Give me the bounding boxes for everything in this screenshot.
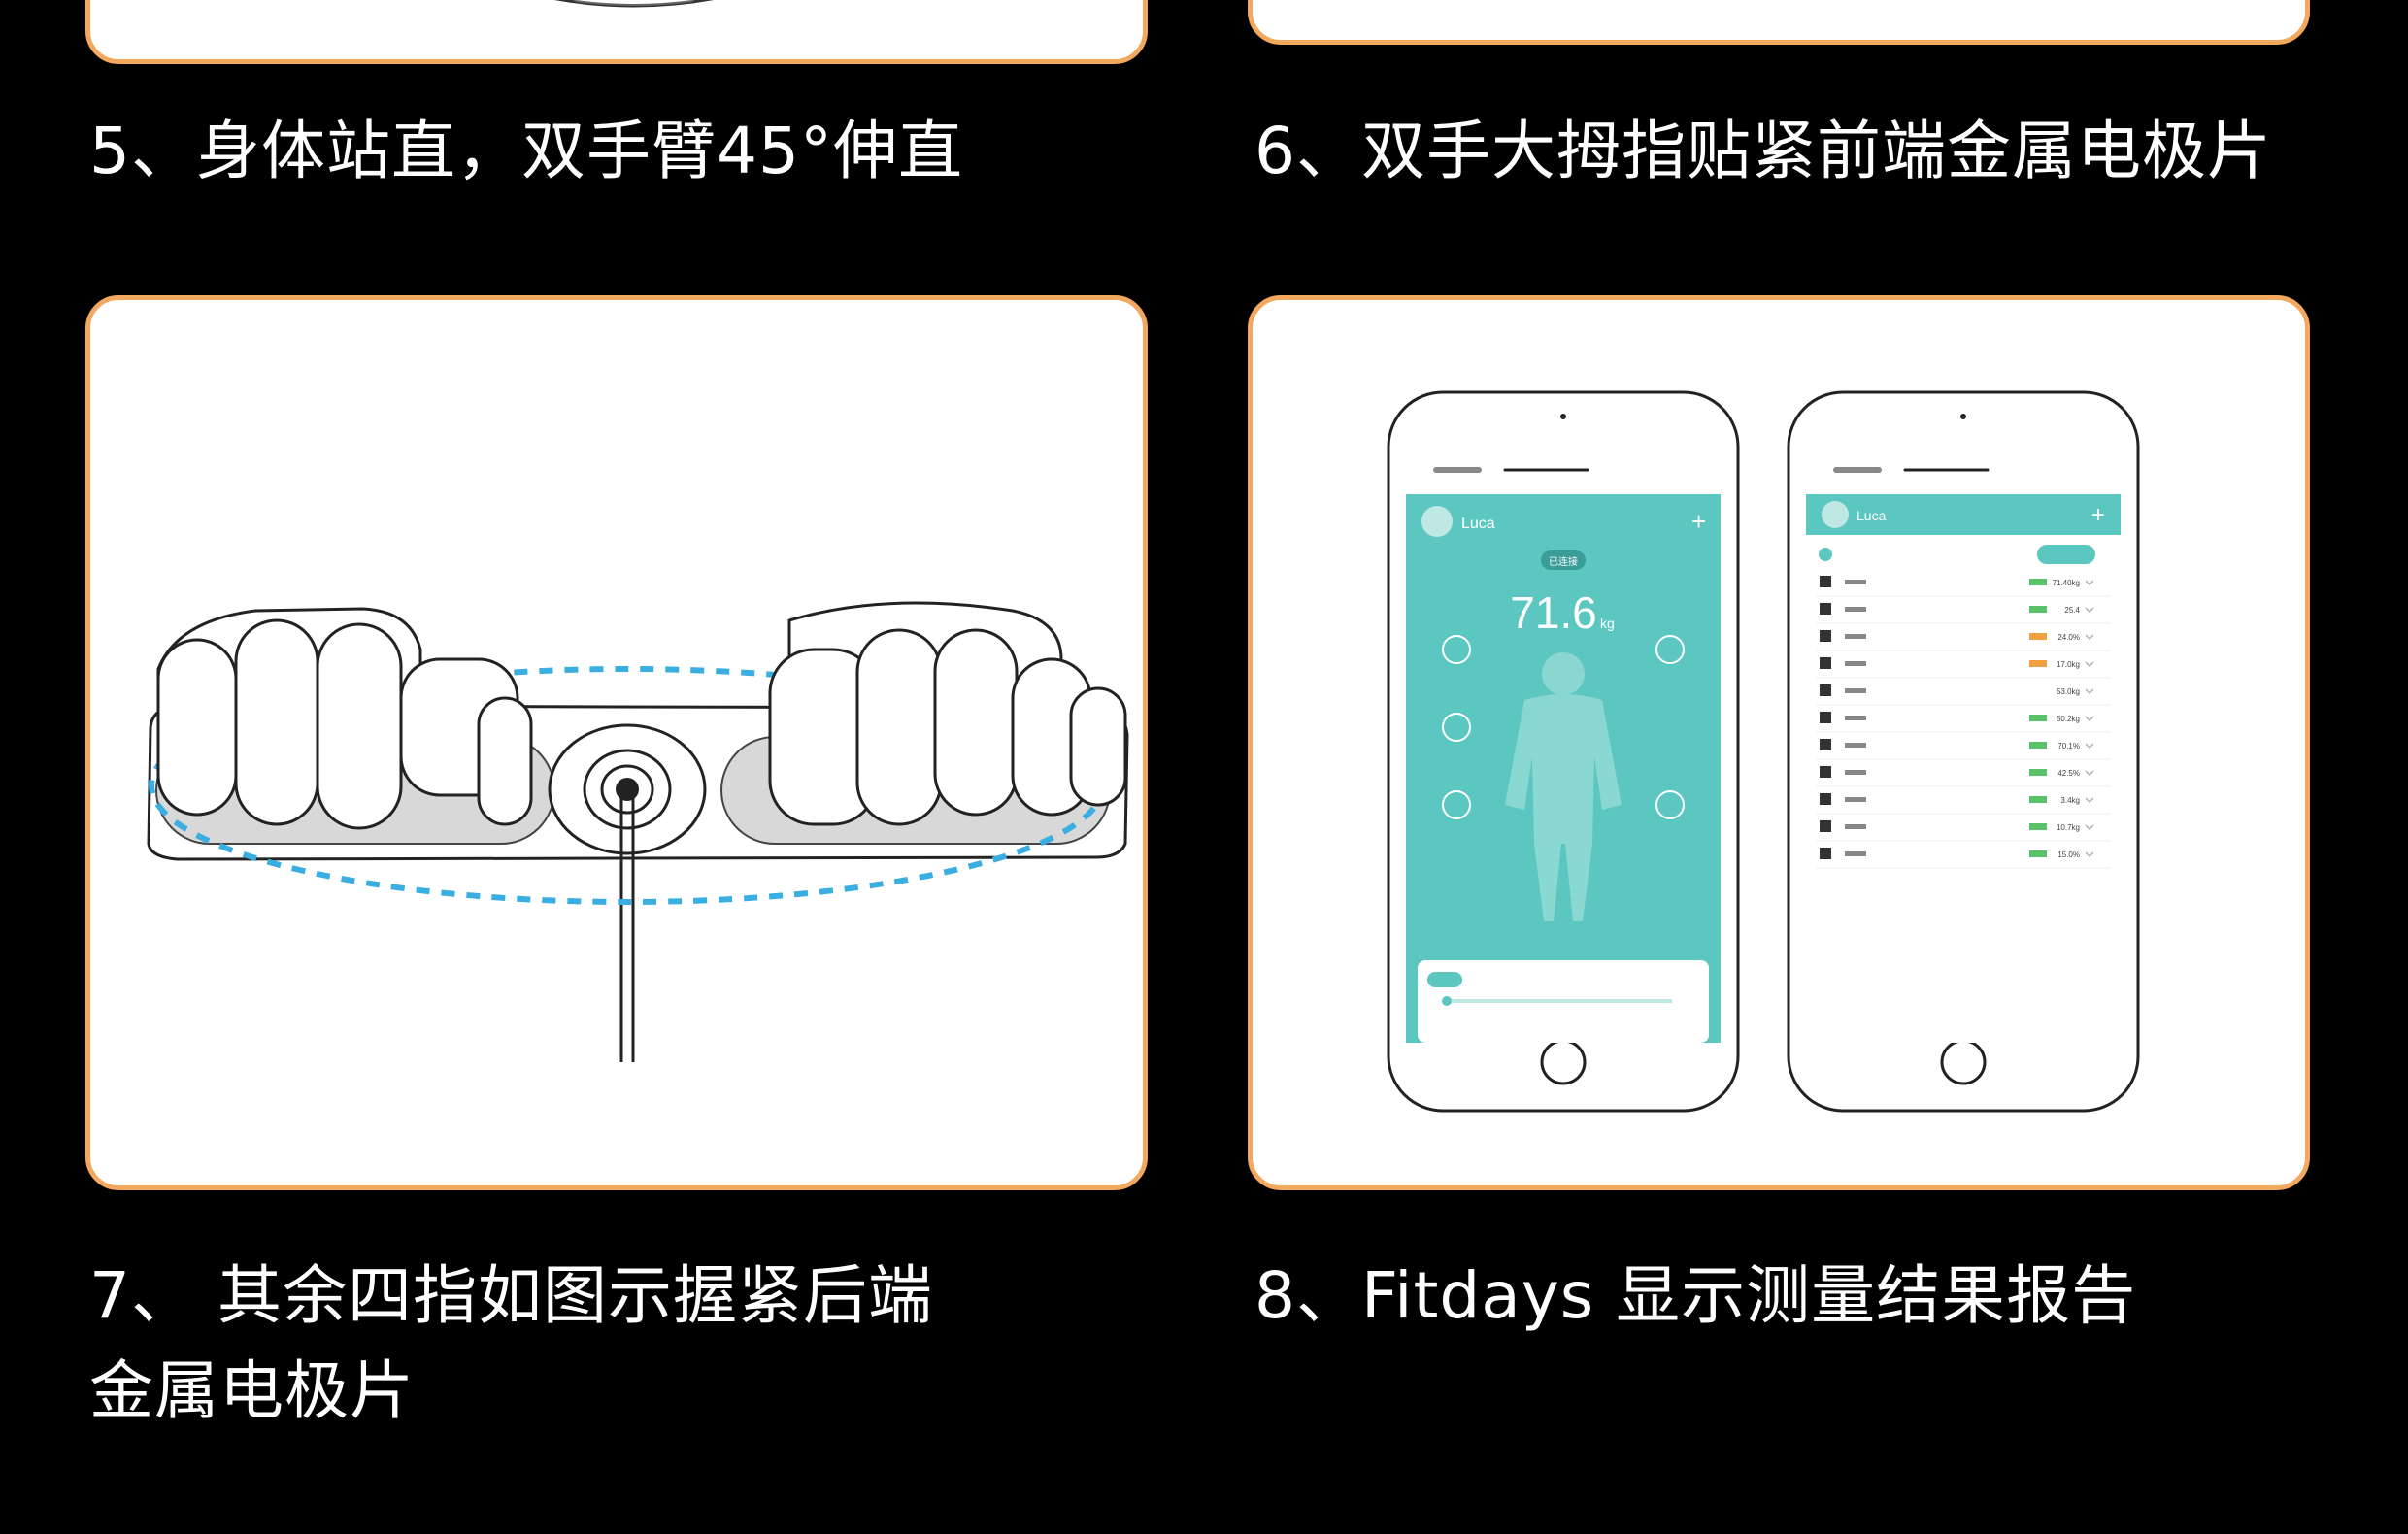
metric-row[interactable]: 24.0% — [1816, 630, 2111, 651]
metric-row[interactable]: 25.4 — [1816, 603, 2111, 624]
step-7-caption-line-2: 金属电极片 — [89, 1353, 415, 1428]
metric-row[interactable]: 70.1% — [1816, 739, 2111, 760]
chevron-down-icon[interactable] — [2085, 716, 2094, 721]
step-7-caption-line-1: 7、 其余四指如图示握紧后端 — [89, 1258, 933, 1333]
metric-icon — [1820, 820, 1831, 832]
left-hand — [156, 607, 533, 830]
right-hand — [768, 601, 1127, 826]
avatar — [1822, 501, 1849, 528]
metric-status-tag — [2029, 660, 2047, 667]
status-badge — [1541, 550, 1586, 570]
step-6-image-card — [1248, 0, 2310, 45]
chevron-down-icon[interactable] — [2085, 634, 2094, 640]
chevron-down-icon[interactable] — [2085, 607, 2094, 613]
metric-list: 71.40kg 25.4 24.0% 17.0kg 53.0kg 50.2kg 70.1% 4… — [1816, 576, 2111, 869]
metric-status-tag — [2029, 796, 2047, 803]
report-button[interactable] — [2037, 545, 2095, 564]
app-report-screen — [1806, 494, 2121, 1043]
metric-status-tag — [2029, 579, 2047, 585]
step-7-image-card — [85, 295, 1148, 1190]
step-8-caption: 8、Fitdays 显示测量结果报告 — [1254, 1258, 2137, 1333]
metric-icon — [1820, 576, 1831, 587]
chevron-down-icon[interactable] — [2085, 580, 2094, 585]
report-header — [1806, 494, 2121, 535]
chevron-down-icon[interactable] — [2085, 851, 2094, 857]
grip-illustration — [147, 601, 1129, 1062]
svg-text:已连接: 已连接 — [1549, 555, 1578, 568]
step-5-image-card — [85, 0, 1148, 64]
metric-icon — [1820, 712, 1831, 723]
metric-value: 10.7kg — [2057, 823, 2080, 832]
metric-value: 24.0% — [2057, 633, 2080, 642]
metric-row[interactable]: 53.0kg — [1816, 684, 2111, 706]
metric-value: 42.5% — [2057, 769, 2080, 778]
metric-status-tag — [2029, 606, 2047, 613]
step-8-image-card: Luca + 已连接 71.6 kg — [1248, 295, 2310, 1190]
metric-status-tag — [2029, 823, 2047, 830]
user-name: Luca — [1461, 516, 1495, 532]
step-5-caption: 5、身体站直，双手臂45°伸直 — [89, 114, 963, 188]
chevron-down-icon[interactable] — [2085, 688, 2094, 694]
phone-1: Luca + 已连接 71.6 kg — [1387, 390, 1740, 1113]
phones-illustration: Luca + 已连接 71.6 kg — [1387, 390, 2140, 1113]
chevron-down-icon[interactable] — [2085, 797, 2094, 803]
body-silhouette — [1505, 652, 1622, 921]
metric-value: 71.40kg — [2053, 579, 2080, 587]
metric-icon — [1820, 739, 1831, 750]
metric-value: 70.1% — [2057, 742, 2080, 750]
metric-icon — [1820, 766, 1831, 778]
metric-icon — [1820, 657, 1831, 669]
metric-value: 50.2kg — [2057, 715, 2080, 723]
phone-2: Luca + 71.40kg 25.4 24.0% 17.0kg 53.0kg 50.2k… — [1787, 390, 2140, 1113]
metric-icon — [1820, 603, 1831, 615]
metric-icon — [1820, 848, 1831, 859]
metric-row[interactable]: 3.4kg — [1816, 793, 2111, 815]
metric-status-tag — [2029, 850, 2047, 857]
chevron-down-icon[interactable] — [2085, 770, 2094, 776]
metric-icon — [1820, 684, 1831, 696]
chevron-down-icon[interactable] — [2085, 824, 2094, 830]
step-5-illustration-fragment — [553, 0, 715, 8]
metric-status-tag — [2029, 715, 2047, 721]
metric-row[interactable]: 15.0% — [1816, 848, 2111, 869]
metric-row[interactable]: 10.7kg — [1816, 820, 2111, 842]
metric-value: 15.0% — [2057, 850, 2080, 859]
metric-row[interactable]: 71.40kg — [1816, 576, 2111, 597]
weight-value: 71.6 — [1510, 587, 1597, 638]
step-6-caption: 6、双手大拇指贴紧前端金属电极片 — [1254, 114, 2272, 188]
metric-status-tag — [2029, 633, 2047, 640]
avatar — [1421, 506, 1453, 537]
metric-value: 53.0kg — [2057, 687, 2080, 696]
metric-row[interactable]: 17.0kg — [1816, 657, 2111, 679]
metric-status-tag — [2029, 769, 2047, 776]
chevron-down-icon[interactable] — [2085, 743, 2094, 749]
metric-row[interactable]: 50.2kg — [1816, 712, 2111, 733]
svg-text:Luca: Luca — [1856, 508, 1887, 523]
metric-value: 17.0kg — [2057, 660, 2080, 669]
metric-row[interactable]: 42.5% — [1816, 766, 2111, 787]
metric-value: 3.4kg — [2060, 796, 2080, 805]
add-icon[interactable]: + — [2091, 502, 2105, 528]
chevron-down-icon[interactable] — [2085, 661, 2094, 667]
metric-icon — [1820, 793, 1831, 805]
metric-icon — [1820, 630, 1831, 642]
weight-unit: kg — [1600, 616, 1615, 631]
metric-status-tag — [2029, 742, 2047, 749]
add-icon[interactable]: + — [1691, 507, 1706, 536]
metric-value: 25.4 — [2064, 606, 2080, 615]
